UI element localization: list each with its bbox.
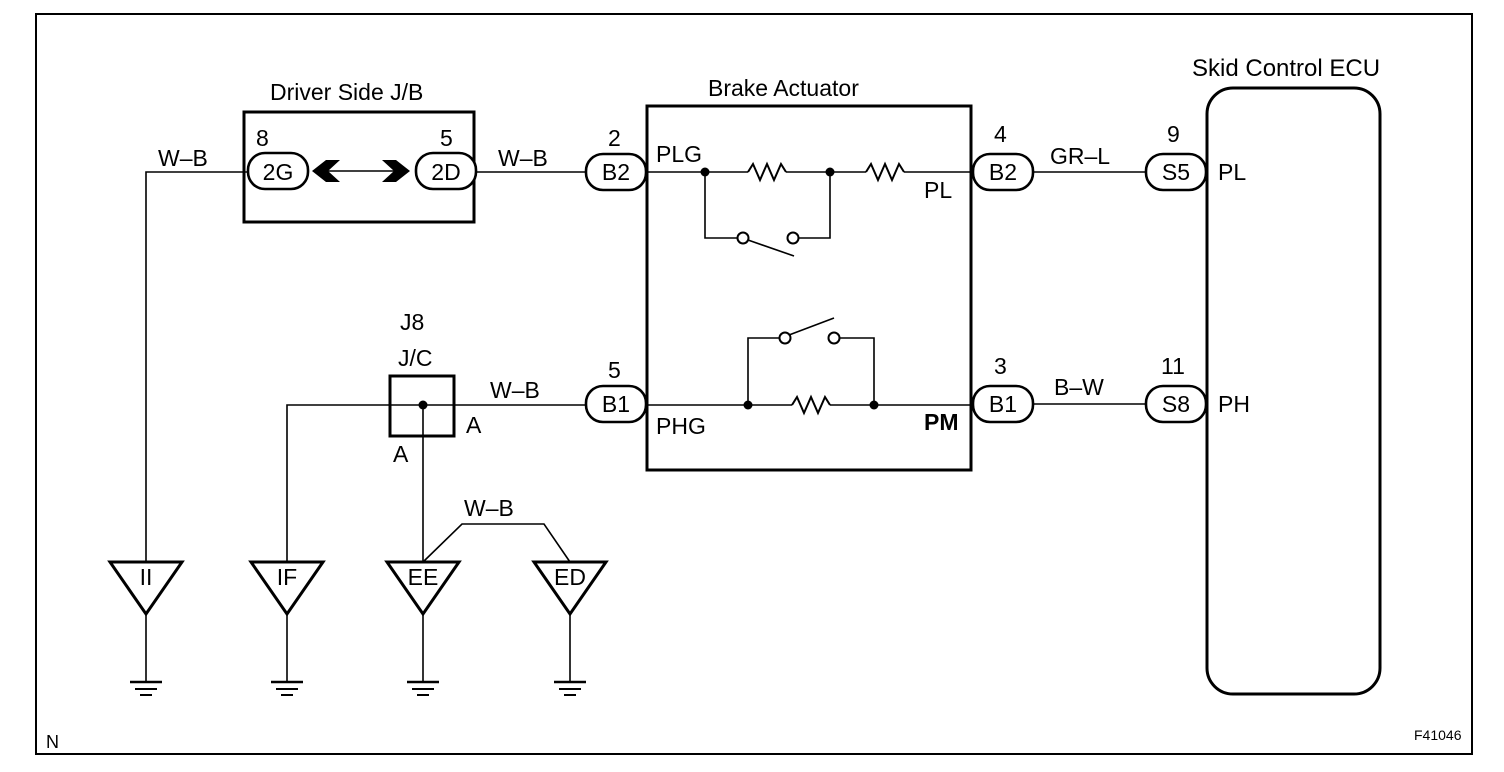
ecu-connector-s5	[1144, 152, 1208, 192]
brake-actuator: Brake Actuator 2 B2 5 B1 4 B2 3 B1 PLG P…	[584, 75, 1035, 472]
actuator-connector-b2-left-label: B2	[602, 159, 630, 185]
resistor-lower-icon	[791, 394, 831, 416]
actuator-b2-left-pin: 2	[608, 125, 621, 151]
junction-connector-j8: J8 J/C A A	[388, 309, 482, 467]
ground-point-if: IF	[248, 560, 326, 696]
wire-jb-to-actuator: W–B	[476, 145, 586, 173]
ground-triangle-icon	[384, 560, 462, 617]
ecu-box	[1205, 86, 1382, 696]
switch-lower-contact-2	[827, 331, 841, 345]
ecu-terminal-ph: PH	[1218, 391, 1250, 417]
switch-upper-contact-1	[736, 231, 750, 245]
junction-block-title: Driver Side J/B	[270, 79, 423, 105]
ecu-connector-s8-label: S8	[1162, 391, 1190, 417]
jc-box	[388, 374, 456, 438]
ground-label-ee: EE	[408, 564, 439, 590]
actuator-b1-right-pin: 3	[994, 353, 1007, 379]
terminal-phg: PHG	[656, 413, 706, 439]
jb-connector-2g-label: 2G	[263, 159, 294, 185]
jb-connector-2d-label: 2D	[431, 159, 460, 185]
diagram-frame	[35, 13, 1473, 755]
figure-id: F41046	[1414, 727, 1462, 743]
wire-color-ee-to-ed: W–B	[464, 495, 514, 521]
ground-label-ed: ED	[554, 564, 586, 590]
ground-point-ed: ED	[531, 560, 609, 696]
ecu-connector-s5-label: S5	[1162, 159, 1190, 185]
terminal-plg: PLG	[656, 141, 702, 167]
earth-symbol-icon	[407, 680, 439, 696]
jb-plug-arrow-left-icon	[312, 160, 340, 182]
switch-upper-contact-2	[786, 231, 800, 245]
switch-lower-blade-icon	[788, 317, 835, 336]
brake-actuator-box	[645, 104, 973, 472]
wire-color-jb-to-actuator: W–B	[498, 145, 548, 171]
earth-symbol-icon	[271, 680, 303, 696]
ground-label-if: IF	[277, 564, 297, 590]
ecu-title: Skid Control ECU	[1192, 55, 1380, 82]
earth-symbol-icon	[130, 680, 162, 696]
ground-triangle-icon	[531, 560, 609, 617]
wire-color-ph: B–W	[1054, 374, 1104, 400]
jc-type: J/C	[398, 345, 433, 371]
driver-side-junction-block: Driver Side J/B 8 5 2G 2D	[242, 79, 478, 224]
switch-lower-contact-1	[778, 331, 792, 345]
actuator-connector-b1-right-label: B1	[989, 391, 1017, 417]
ground-point-ee: EE	[384, 560, 462, 696]
jb-connector-2g	[246, 151, 310, 191]
ground-point-ii: II	[107, 560, 185, 696]
earth-symbol-icon	[554, 680, 586, 696]
jb-right-pin: 5	[440, 125, 453, 151]
brake-actuator-title: Brake Actuator	[708, 75, 859, 101]
resistor-upper-2-icon	[865, 161, 905, 183]
jb-plug-arrow-right-icon	[382, 160, 410, 182]
actuator-connector-b1-left	[584, 384, 648, 424]
actuator-b1-left-pin: 5	[608, 357, 621, 383]
jb-left-pin: 8	[256, 125, 269, 151]
jc-id: J8	[400, 309, 424, 335]
terminal-pl: PL	[924, 177, 952, 203]
ecu-connector-s8	[1144, 384, 1208, 424]
actuator-connector-b1-left-label: B1	[602, 391, 630, 417]
jb-connector-2d	[414, 151, 478, 191]
skid-control-ecu: Skid Control ECU 9 S5 PL 11 S8 PH	[1144, 55, 1382, 696]
corner-label: N	[46, 732, 59, 752]
jc-pin-bottom: A	[393, 441, 409, 467]
wire-jc-network: W–B W–B	[286, 377, 586, 563]
ecu-s8-pin: 11	[1161, 353, 1185, 379]
ground-triangle-icon	[248, 560, 326, 617]
wire-actuator-to-ecu: GR–L B–W	[1033, 143, 1146, 405]
ground-label-ii: II	[140, 564, 153, 590]
wire-color-ground-ii: W–B	[158, 145, 208, 171]
actuator-connector-b2-right-label: B2	[989, 159, 1017, 185]
ground-triangle-icon	[107, 560, 185, 617]
wire-color-pl: GR–L	[1050, 143, 1110, 169]
jc-pin-right: A	[466, 412, 482, 438]
switch-upper-blade-icon	[747, 239, 795, 257]
terminal-pm: PM	[924, 409, 959, 435]
wire-ground-ii-to-jb: W–B	[145, 145, 248, 562]
wire-color-jc-to-actuator: W–B	[490, 377, 540, 403]
resistor-upper-1-icon	[747, 161, 787, 183]
ecu-terminal-pl: PL	[1218, 159, 1246, 185]
ecu-s5-pin: 9	[1167, 121, 1180, 147]
actuator-b2-right-pin: 4	[994, 121, 1007, 147]
